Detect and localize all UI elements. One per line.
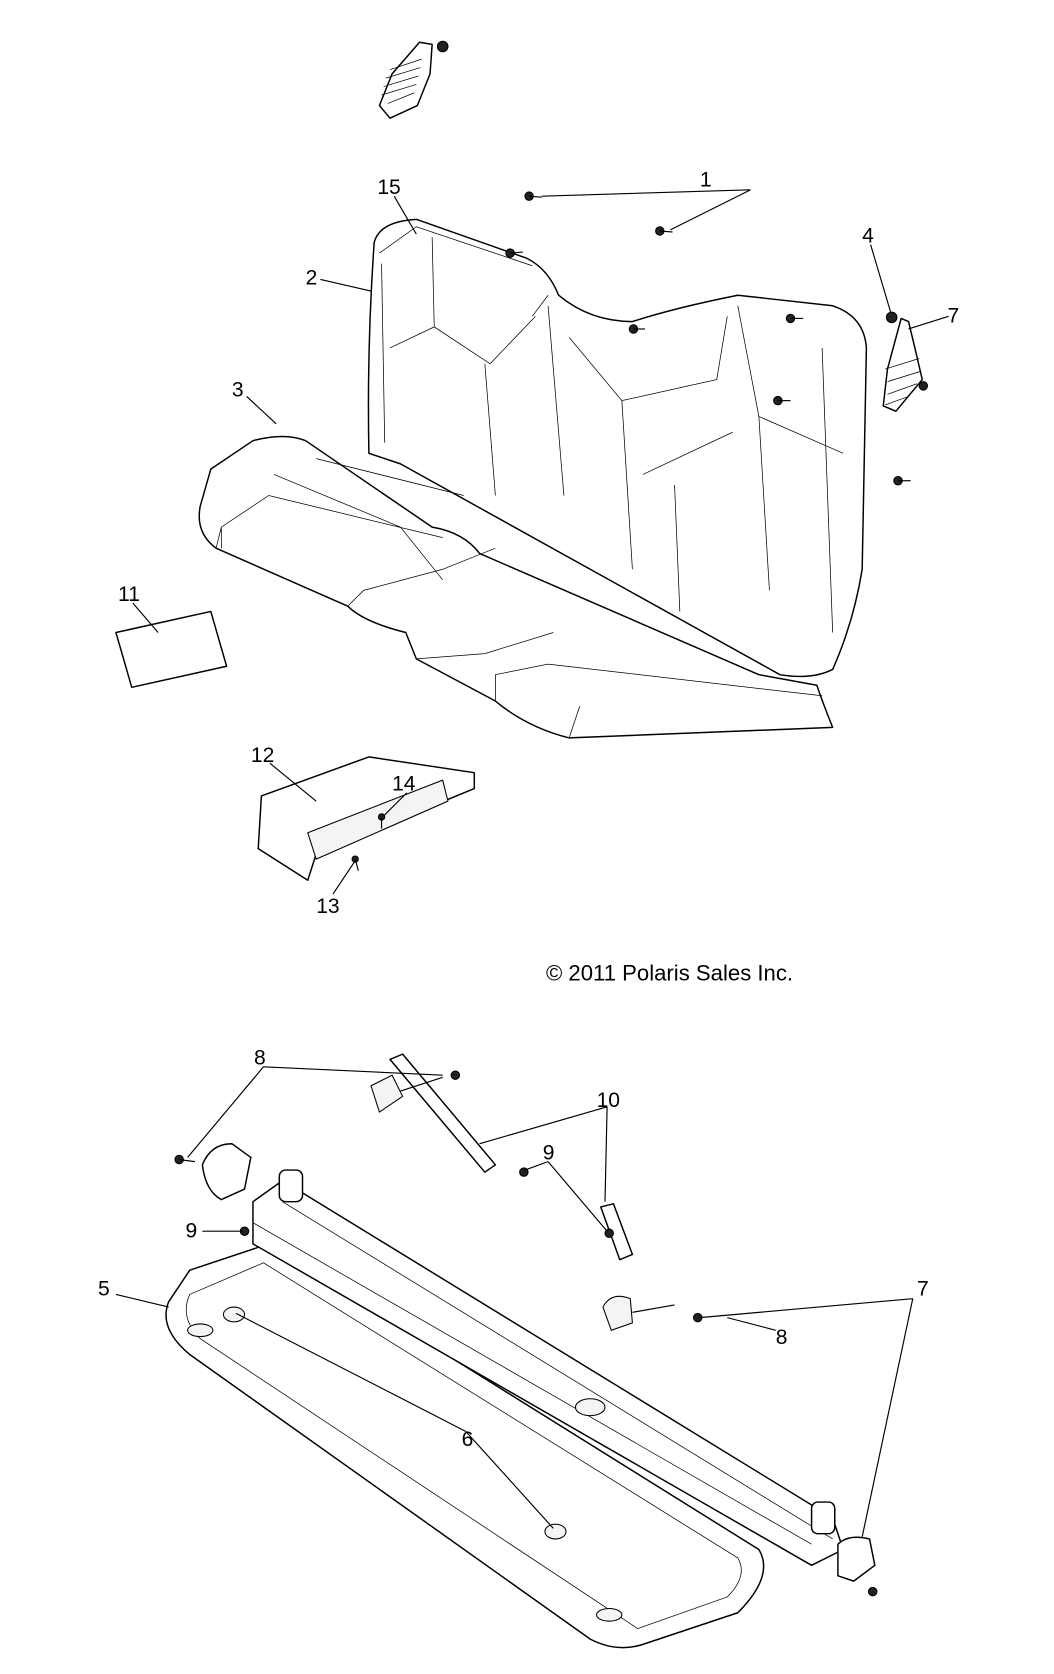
spring-part-7 bbox=[882, 311, 929, 412]
spring-part-top bbox=[378, 40, 449, 119]
callout-7-top: 7 bbox=[948, 305, 960, 328]
callout-5: 5 bbox=[98, 1277, 110, 1300]
cross-member bbox=[252, 1169, 844, 1567]
seat-belt-parts bbox=[174, 1053, 878, 1597]
copyright-notice: © 2011 Polaris Sales Inc. bbox=[546, 960, 793, 985]
seat-base bbox=[198, 435, 834, 739]
callout-13: 13 bbox=[316, 895, 339, 918]
callout-4: 4 bbox=[862, 225, 874, 248]
callout-12: 12 bbox=[251, 744, 274, 767]
seat-frame bbox=[165, 1243, 765, 1649]
callout-1: 1 bbox=[700, 169, 712, 192]
callout-11: 11 bbox=[118, 583, 140, 606]
callout-6: 6 bbox=[462, 1428, 474, 1451]
callout-10: 10 bbox=[597, 1089, 620, 1112]
leader-lines bbox=[115, 189, 949, 1537]
seat-back bbox=[367, 218, 868, 678]
callout-7-bottom: 7 bbox=[917, 1277, 929, 1300]
callout-8-top: 8 bbox=[254, 1047, 266, 1070]
callout-labels: 1 15 2 3 4 7 11 12 14 13 8 10 9 9 5 6 7 … bbox=[98, 169, 959, 1452]
bracket bbox=[257, 756, 476, 881]
callout-9-top: 9 bbox=[543, 1142, 555, 1165]
callout-14: 14 bbox=[392, 773, 416, 796]
label-sheet bbox=[115, 610, 228, 689]
screws-1 bbox=[505, 191, 911, 486]
callout-9-left: 9 bbox=[186, 1220, 198, 1243]
callout-15: 15 bbox=[377, 176, 400, 199]
callout-2: 2 bbox=[306, 267, 318, 290]
callout-8-bottom: 8 bbox=[776, 1326, 788, 1349]
callout-3: 3 bbox=[232, 378, 244, 401]
